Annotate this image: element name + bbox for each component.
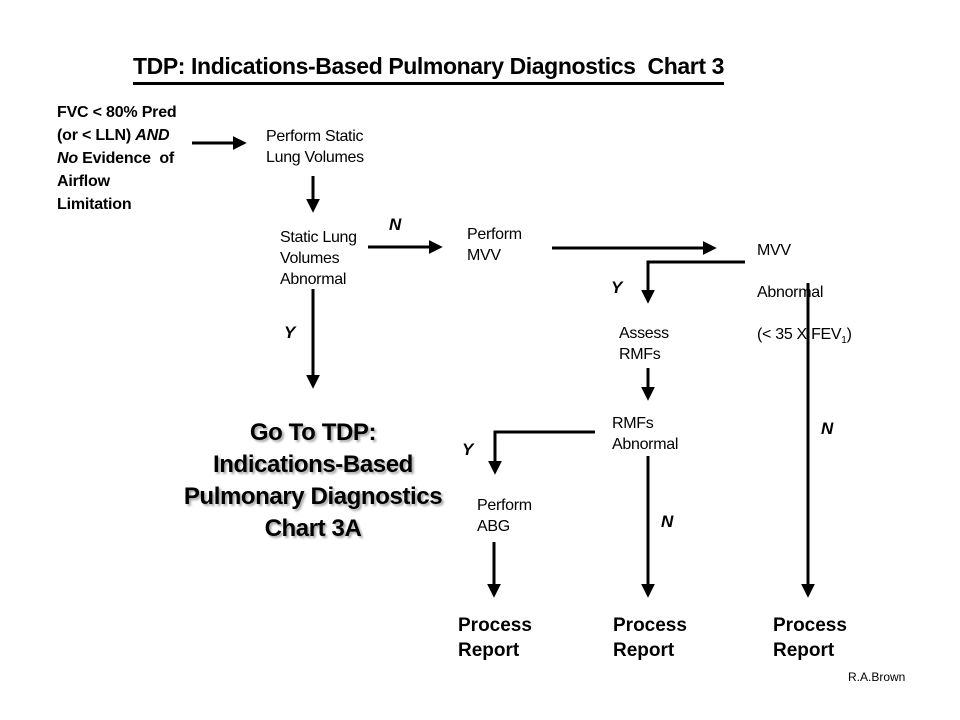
node-perform-static-lung-volumes: Perform Static Lung Volumes — [266, 128, 364, 166]
mvv-line3-text: (< 35 X FEV — [757, 326, 842, 343]
fvc-line2-and: AND — [135, 127, 170, 144]
mvv-line3: (< 35 X FEV1) — [757, 324, 852, 351]
mvv-line1: MVV — [757, 242, 791, 259]
label-n-static-to-mvv: N — [389, 215, 402, 234]
fvc-line2: (or < LLN) — [57, 127, 136, 144]
mvv-fev1-subscript: 1 — [841, 335, 847, 347]
node-fvc-condition: FVC < 80% Pred (or < LLN) AND No Evidenc… — [57, 101, 177, 216]
fvc-line3: Evidence of — [77, 150, 175, 167]
node-rmfs-abnormal: RMFs Abnormal — [612, 415, 679, 453]
node-mvv-abnormal: MVV Abnormal (< 35 X FEV1) — [757, 219, 852, 372]
node-goto-chart-3a: Go To TDP: Indications-Based Pulmonary D… — [183, 419, 443, 542]
page-title: TDP: Indications-Based Pulmonary Diagnos… — [133, 53, 724, 85]
node-process-report-1: Process Report — [458, 615, 532, 661]
label-y-rmfs-abnormal: Y — [462, 440, 474, 459]
fvc-line4: Airflow — [57, 173, 110, 190]
node-process-report-2: Process Report — [613, 615, 687, 661]
node-perform-mvv: Perform MVV — [467, 226, 522, 264]
node-perform-abg: Perform ABG — [477, 497, 532, 535]
label-n-mvv-normal: N — [821, 419, 834, 438]
fvc-line5: Limitation — [57, 196, 132, 213]
fvc-line1: FVC < 80% Pred — [57, 104, 177, 121]
node-static-lung-volumes-abnormal: Static Lung Volumes Abnormal — [280, 229, 357, 288]
arrow-y-mvv-to-assess-rmfs — [641, 260, 745, 304]
mvv-line3-close: ) — [846, 326, 852, 343]
author-credit: R.A.Brown — [848, 670, 906, 684]
fvc-line3-no: No — [57, 150, 78, 167]
node-process-report-3: Process Report — [773, 615, 847, 661]
label-y-static-abnormal: Y — [284, 323, 296, 342]
arrow-y-rmfs-to-perform-abg — [488, 430, 595, 475]
label-y-mvv-abnormal: Y — [611, 278, 623, 297]
label-n-rmfs-normal: N — [661, 512, 674, 531]
mvv-line2: Abnormal — [757, 284, 824, 301]
node-assess-rmfs: Assess RMFs — [619, 325, 669, 363]
